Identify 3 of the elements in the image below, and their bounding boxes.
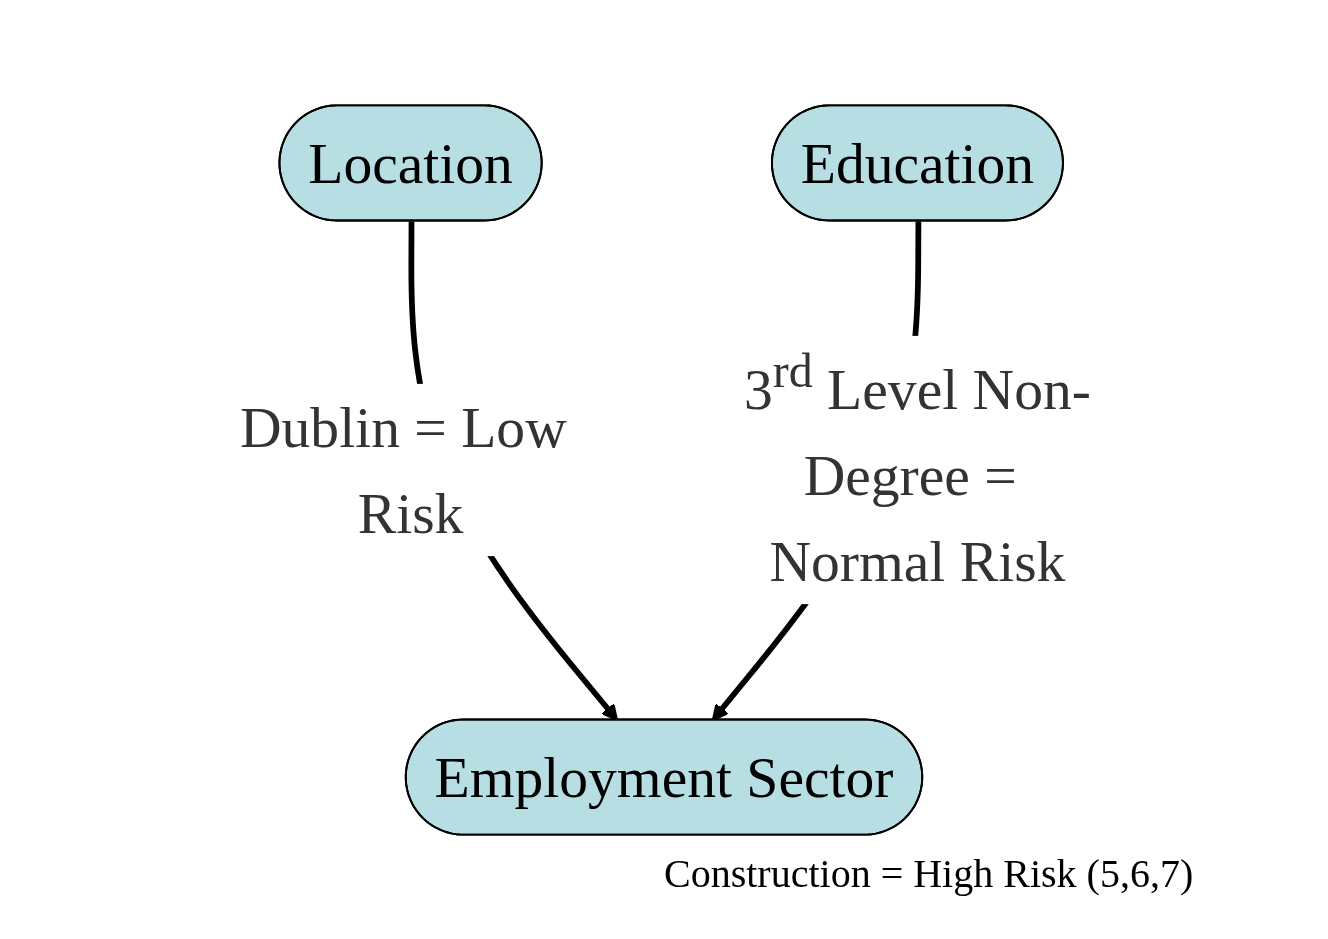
edge-label: Dublin = Low Risk	[239, 394, 567, 545]
edge-label: 3$^{rd}$ Level Non-Degree = Normal Risk	[743, 344, 1091, 593]
node-caption: Construction = High Risk (5,6,7)	[664, 849, 1194, 897]
